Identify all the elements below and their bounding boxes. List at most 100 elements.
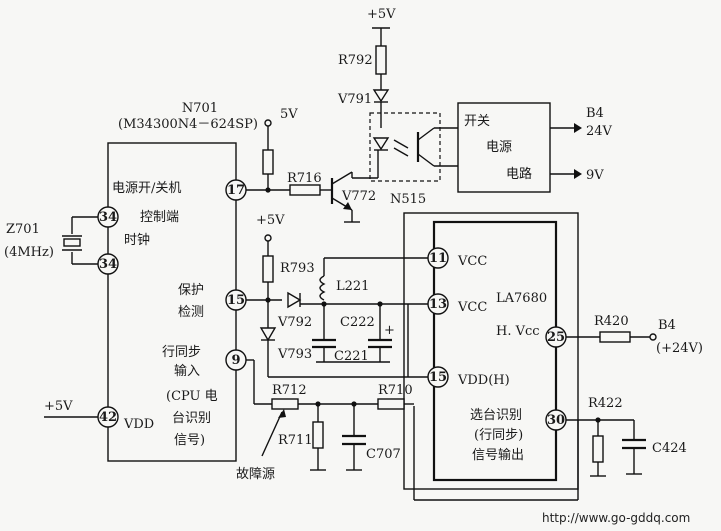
pin-42-number: 42 (99, 410, 117, 425)
n701-power-label: 电源开/关机 (112, 181, 181, 196)
la7680-output-label-3: 信号输出 (472, 447, 524, 463)
pullup-resistor-pin17 (262, 149, 274, 175)
n701-label: N701 (182, 101, 218, 116)
n515-emitter (417, 153, 435, 167)
z701-label: Z701 (6, 222, 40, 237)
pin-11-number: 11 (429, 251, 447, 266)
n701-control-label: 控制端 (140, 210, 179, 225)
supply-5v-mid-node (264, 234, 272, 242)
pin-13-number: 13 (429, 297, 447, 312)
v772-collector (331, 171, 353, 185)
c707-label: C707 (366, 447, 401, 462)
fault-pointer-line (261, 411, 283, 457)
n515-optocoupler (369, 112, 441, 182)
la7680-vcc-2: VCC (457, 300, 487, 315)
pin-30-number: 30 (547, 413, 565, 428)
r793-label: R793 (280, 261, 315, 276)
supply-5v-top-node (264, 119, 272, 127)
n515-collector (417, 127, 435, 141)
v772-label: V772 (341, 189, 376, 204)
pin-34-bottom-number: 34 (99, 257, 117, 272)
b4-node (649, 333, 657, 341)
r420-label: R420 (594, 314, 629, 329)
r716-label: R716 (287, 171, 322, 186)
watermark-url: http://www.go-gddq.com (542, 511, 690, 525)
arrow-psu-24v (574, 123, 582, 133)
r793-resistor (262, 255, 274, 283)
arrow-psu-9v (574, 169, 582, 179)
pin-34-top-number: 34 (99, 210, 117, 225)
n701-vdd-label: VDD (123, 417, 154, 432)
v772-emitter-arrow (343, 202, 352, 210)
n701-protect-label-2: 检测 (178, 305, 204, 320)
r420-resistor (599, 331, 631, 343)
r792-label: R792 (338, 53, 373, 68)
c221-label: C221 (334, 349, 369, 364)
psu-label-2: 电源 (486, 140, 512, 155)
la7680-outer (403, 212, 579, 490)
n701-protect-label-1: 保护 (178, 283, 204, 298)
v791-label: V791 (337, 92, 372, 107)
n701-hsync-label-5: 信号) (174, 433, 205, 448)
supply-5v-mid-label: +5V (256, 213, 285, 228)
supply-5v-led-label: +5V (367, 7, 396, 22)
pin-9-number: 9 (231, 353, 240, 368)
la7680-hvcc: H. Vcc (496, 324, 540, 339)
v792-diode (287, 291, 302, 309)
psu-label-3: 电路 (506, 166, 532, 182)
r792-resistor (375, 45, 387, 75)
n515-light-1 (393, 139, 409, 149)
r716-resistor (289, 184, 321, 196)
supply-5v-top-label: 5V (280, 107, 298, 122)
la7680-output-label-2: (行同步) (474, 428, 523, 443)
l221-inductor (319, 275, 326, 301)
fault-pointer-arrow (278, 409, 286, 418)
la7680-label: LA7680 (496, 291, 547, 306)
psu-label-1: 开关 (464, 114, 490, 129)
v792-label: V792 (277, 315, 312, 330)
v791-led (372, 89, 390, 103)
pin-15-la7680-number: 15 (429, 370, 447, 385)
supply-5v-left-label: +5V (44, 399, 73, 414)
pin-25-number: 25 (547, 330, 565, 345)
r712-label: R712 (272, 383, 307, 398)
n701-hsync-label-3: (CPU 电 (166, 389, 218, 404)
n515-label: N515 (390, 192, 426, 207)
la7680-vdd-h: VDD(H) (457, 373, 510, 388)
pin-15-n701-number: 15 (227, 293, 245, 308)
r711-label: R711 (278, 433, 313, 448)
n701-hsync-label-4: 台识别 (172, 411, 211, 426)
r711-resistor (312, 421, 324, 449)
l221-label: L221 (336, 279, 369, 294)
c222-label: C222 (340, 315, 375, 330)
fault-source-label: 故障源 (236, 467, 275, 482)
r710-resistor (377, 398, 405, 410)
r712-resistor (271, 398, 299, 410)
la7680-output-label-1: 选台识别 (470, 408, 522, 423)
n701-hsync-label-1: 行同步 (162, 345, 201, 360)
n701-hsync-label-2: 输入 (174, 363, 200, 379)
switching-power-block (457, 102, 551, 193)
psu-9v-label: 9V (586, 168, 604, 183)
n515-led (372, 137, 390, 151)
b4-24v-label: (+24V) (656, 341, 703, 356)
n701-part-number: (M34300N4－624SP) (118, 117, 258, 132)
b4-label: B4 (658, 318, 676, 333)
psu-24v-label: 24V (586, 124, 613, 139)
n515-light-2 (393, 147, 409, 157)
c222-plus: + (384, 323, 395, 338)
n701-clock-label: 时钟 (124, 232, 150, 248)
v793-diode (259, 327, 277, 342)
crystal-body (63, 238, 81, 247)
c424-label: C424 (652, 441, 687, 456)
r710-label: R710 (378, 383, 413, 398)
la7680-body (432, 220, 558, 482)
r422-label: R422 (588, 396, 623, 411)
r422-resistor (592, 435, 604, 463)
v793-label: V793 (277, 347, 312, 362)
z701-freq: (4MHz) (4, 245, 54, 260)
pin-17-number: 17 (227, 183, 245, 198)
la7680-vcc-1: VCC (457, 254, 487, 269)
